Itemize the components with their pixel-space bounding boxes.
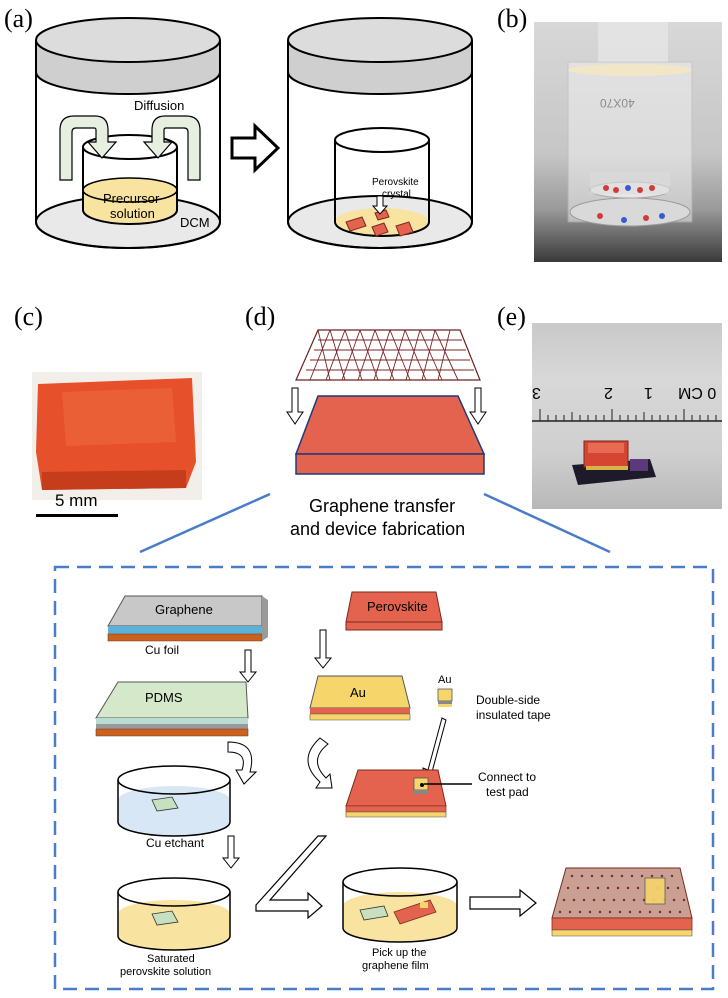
- transfer-caption-2: and device fabrication: [290, 519, 466, 539]
- saturated-label-1: Saturated: [147, 953, 195, 965]
- perovskite-block-top: [345, 591, 443, 631]
- right-jar: [287, 17, 473, 249]
- connect-label-1: Connect to: [478, 770, 537, 784]
- perovskite-crystal-label-2: crystal: [382, 189, 411, 200]
- diffusion-label: Diffusion: [134, 98, 185, 113]
- pickup-dish: [342, 867, 458, 943]
- cu-etchant-label: Cu etchant: [146, 836, 205, 850]
- pickup-label-2: graphene film: [362, 960, 429, 972]
- cu-foil-label: Cu foil: [145, 643, 180, 657]
- assembled-device: [345, 769, 472, 818]
- perovskite-label: Perovskite: [367, 599, 428, 614]
- tape-label-2: insulated tape: [476, 708, 551, 722]
- small-au-piece: [437, 688, 453, 707]
- scale-bar-label: 5 mm: [55, 491, 98, 510]
- scale-bar: [36, 514, 118, 517]
- panel-label-e: (e): [497, 302, 526, 331]
- left-jar: [35, 17, 221, 249]
- precursor-label-2: solution: [110, 206, 155, 221]
- ruler-label-0cm: 0 CM: [678, 384, 717, 401]
- saturated-dish: [117, 877, 231, 951]
- panel-label-c: (c): [14, 302, 43, 331]
- process-box: [53, 565, 715, 991]
- graphene-cu-foil: [107, 595, 268, 642]
- au-label: Au: [350, 685, 366, 700]
- ruler-label-2: 2: [604, 384, 613, 401]
- graphene-lattice: [295, 329, 481, 381]
- ruler-label-3: 3: [532, 384, 541, 401]
- au-block: [309, 675, 411, 721]
- pdms-label: PDMS: [145, 690, 183, 705]
- pdms-stack: [95, 681, 249, 737]
- pickup-label-1: Pick up the: [372, 947, 427, 959]
- tape-label-1: Double-side: [476, 693, 541, 707]
- panel-label-a: (a): [4, 4, 33, 33]
- vial-drawing: [567, 22, 693, 227]
- perovskite-crystal-label-1: Perovskite: [372, 177, 419, 188]
- panel-label-b: (b): [497, 4, 528, 33]
- crystal-drawing: [36, 378, 196, 490]
- connect-label-2: test pad: [486, 785, 529, 799]
- perovskite-slab: [294, 395, 486, 475]
- final-device: [551, 867, 693, 937]
- cu-etchant-dish: [117, 765, 231, 837]
- dcm-label: DCM: [180, 215, 210, 230]
- ruler-label-1: 1: [644, 384, 653, 401]
- saturated-label-2: perovskite solution: [120, 966, 212, 978]
- photo-device: 3 2 1 0 CM: [532, 323, 722, 509]
- panel-label-d: (d): [245, 302, 276, 331]
- graphene-label: Graphene: [155, 602, 213, 617]
- photo-crystal: [32, 372, 202, 500]
- ruler-drawing: [532, 409, 722, 485]
- transition-arrow: [230, 122, 281, 174]
- photo-vial: 40X70: [534, 22, 722, 262]
- transfer-caption-1: Graphene transfer: [309, 496, 456, 516]
- precursor-label-1: Precursor: [103, 191, 160, 206]
- vial-label: 40X70: [600, 96, 635, 110]
- au-small-label: Au: [438, 674, 452, 686]
